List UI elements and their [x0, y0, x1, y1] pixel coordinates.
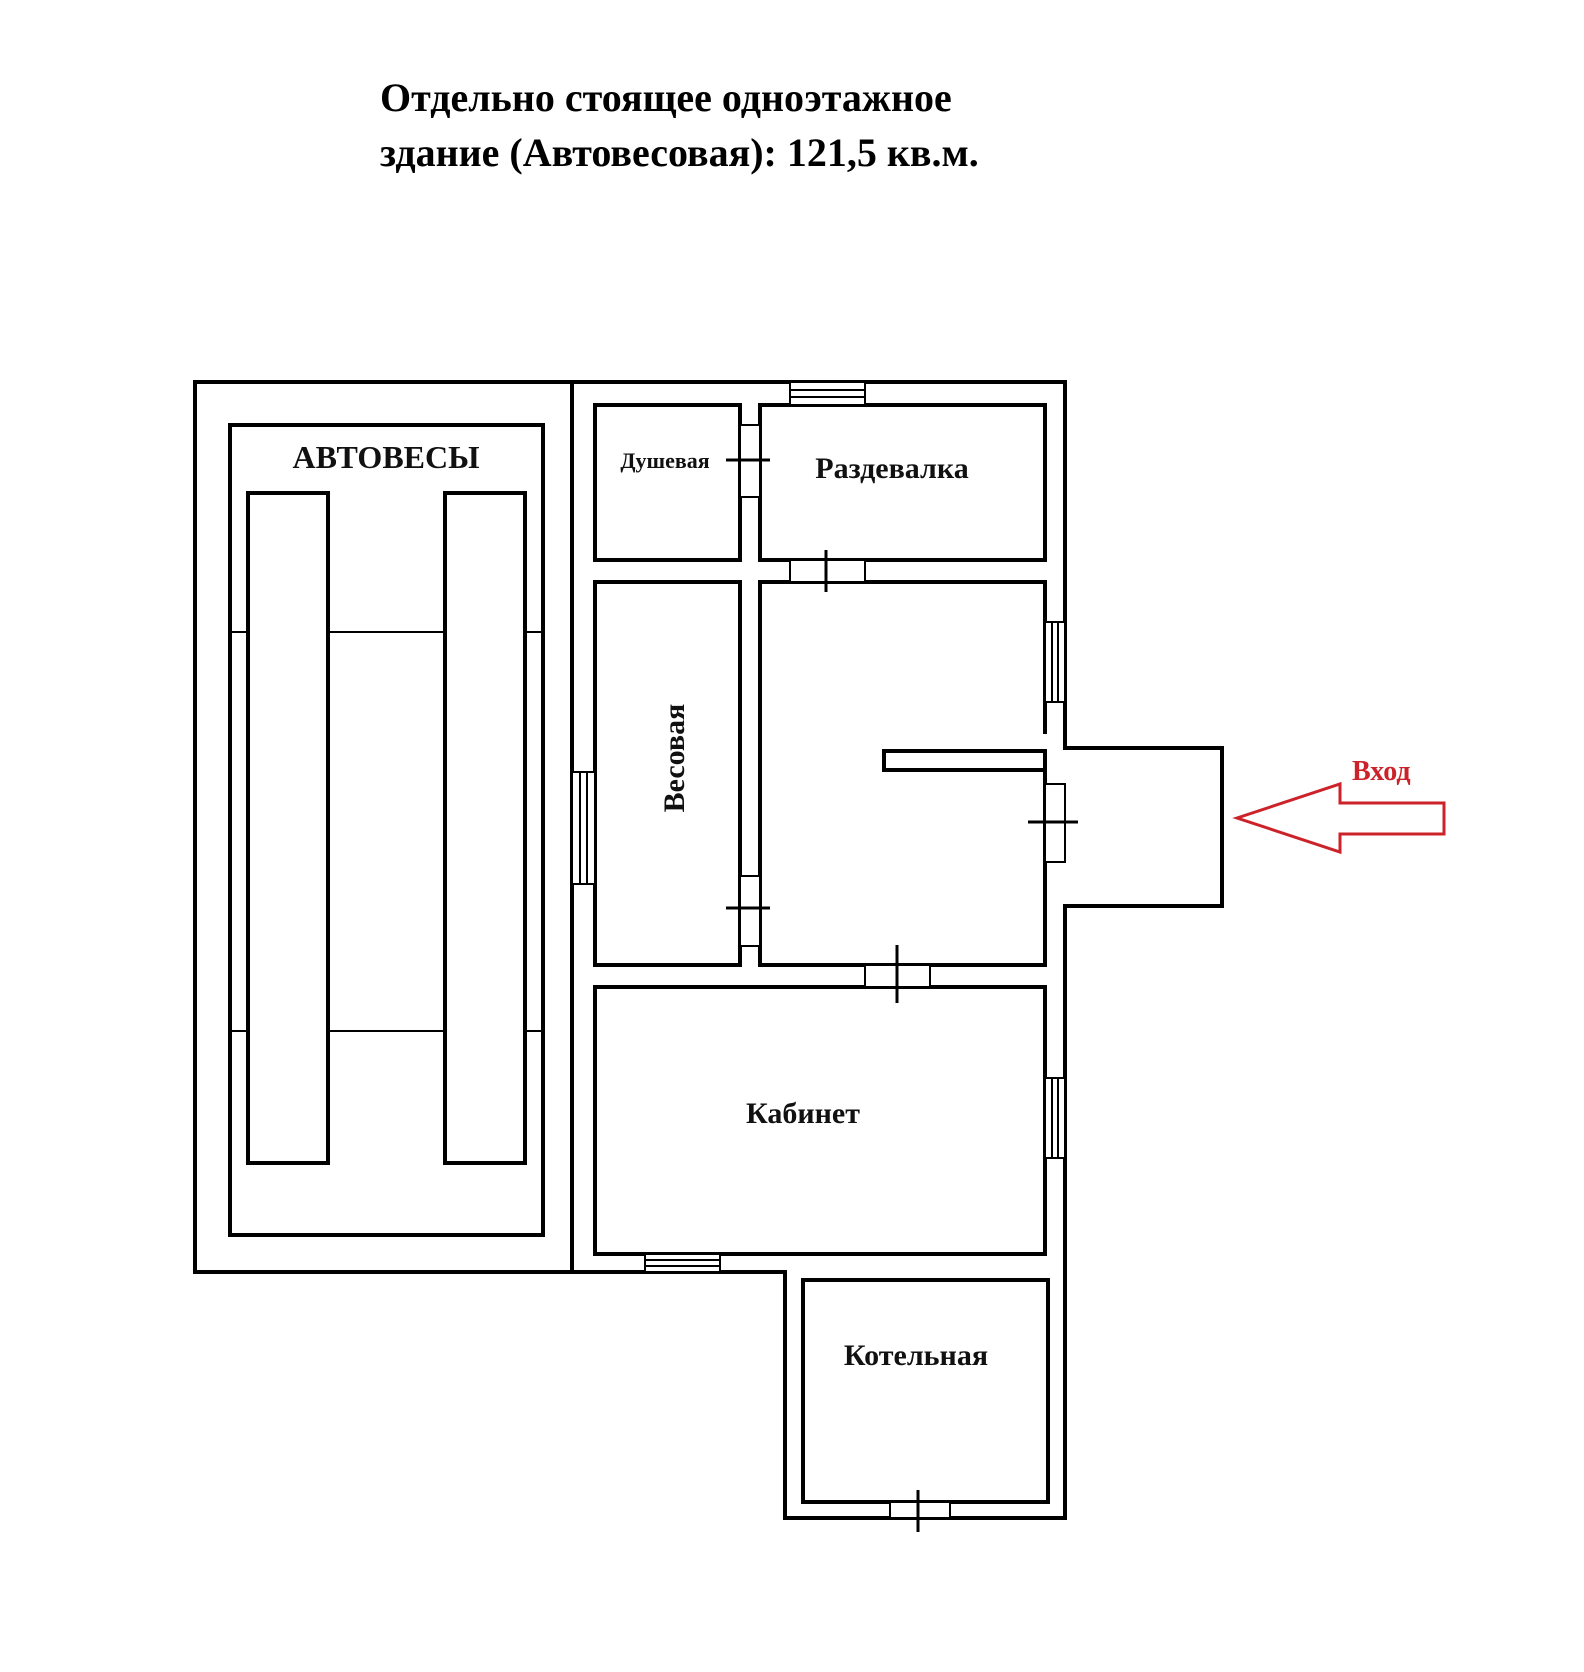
label-kabinet: Кабинет — [746, 1097, 860, 1130]
room-hall-wall — [758, 580, 1047, 967]
plan-title-line-2: здание (Автовесовая): 121,5 кв.м. — [380, 130, 979, 175]
windows — [571, 381, 1066, 1519]
window-boiler-south — [889, 1501, 951, 1519]
entrance-arrow-icon — [1232, 781, 1446, 855]
label-dushevaya: Душевая — [620, 448, 709, 473]
building-outer-wall — [572, 380, 1224, 1520]
scale-track-right — [443, 491, 527, 1165]
label-entrance: Вход — [1352, 756, 1411, 787]
doors — [726, 424, 1078, 1532]
scale-cross-lines — [230, 631, 543, 1032]
window-weighing-west — [571, 771, 596, 885]
window-hall-east — [1044, 621, 1066, 703]
window-office-south — [644, 1253, 721, 1273]
label-kotelnaya: Котельная — [844, 1339, 988, 1372]
window-office-east — [1044, 1077, 1066, 1159]
plan-title-line-1: Отдельно стоящее одноэтажное — [380, 75, 952, 120]
scale-platform-outline — [228, 423, 545, 1237]
label-avtovesy: АВТОВЕСЫ — [292, 439, 479, 475]
room-boiler-wall — [801, 1278, 1050, 1504]
window-top — [789, 381, 866, 406]
plan-title: Отдельно стоящее одноэтажное здание (Авт… — [380, 70, 979, 180]
label-vesovaya: Весовая — [658, 704, 691, 813]
scale-hall-outer-wall — [193, 380, 574, 1274]
scale-track-left — [246, 491, 330, 1165]
room-shower-wall — [593, 403, 742, 562]
door-weighing-hall — [739, 875, 761, 947]
label-razdevalka: Раздевалка — [815, 452, 968, 485]
hall-partition-wall — [882, 749, 1047, 772]
